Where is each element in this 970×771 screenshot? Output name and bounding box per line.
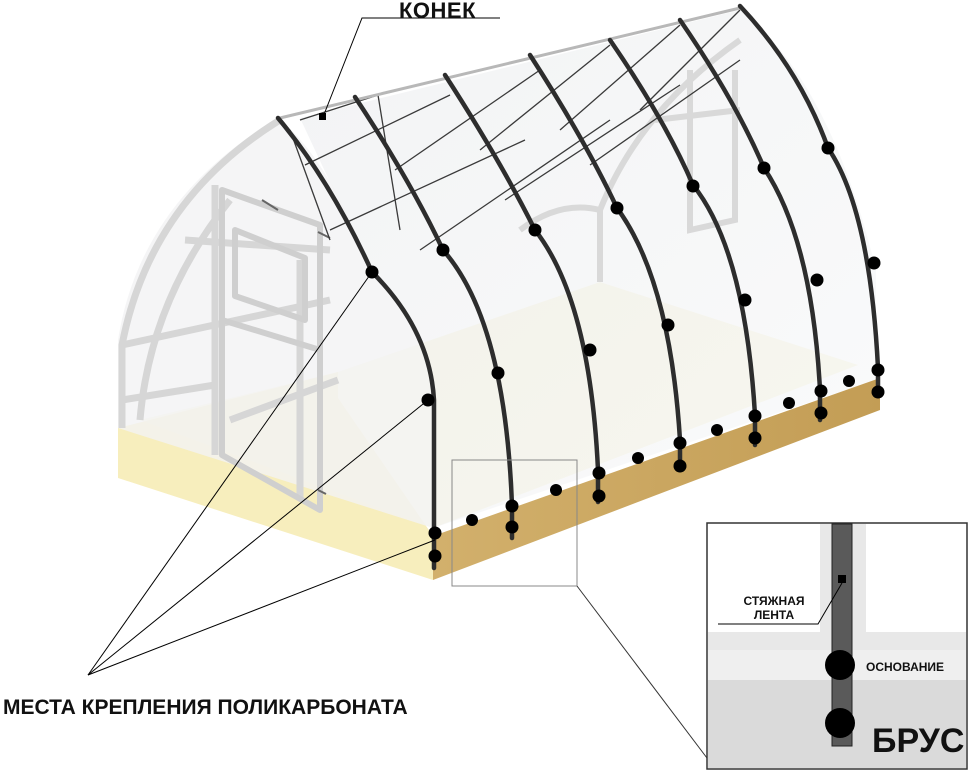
fastener-point bbox=[821, 141, 835, 155]
arch-2 bbox=[352, 94, 515, 541]
fastener-point bbox=[550, 484, 562, 496]
fastener-point bbox=[871, 385, 885, 399]
strap-label-line1: СТЯЖНАЯ bbox=[743, 594, 805, 608]
fastener-point bbox=[783, 397, 795, 409]
fastener-point bbox=[711, 424, 723, 436]
detail-leader-line bbox=[576, 585, 711, 763]
fastener-point bbox=[738, 293, 752, 307]
fastener-point bbox=[810, 273, 824, 287]
fastener-point bbox=[673, 459, 687, 473]
door-hinges bbox=[261, 199, 331, 495]
ridge-callout bbox=[319, 17, 500, 120]
fastener-point bbox=[428, 549, 442, 563]
fastener-point bbox=[757, 161, 771, 175]
fastener-point bbox=[592, 489, 606, 503]
fastener-point bbox=[843, 375, 855, 387]
fastener-point bbox=[661, 318, 675, 332]
fastener-point bbox=[814, 406, 828, 420]
fastener-point bbox=[528, 223, 542, 237]
fastener-base bbox=[825, 650, 855, 680]
fastener-point bbox=[814, 384, 828, 398]
fastener-beam bbox=[825, 708, 855, 738]
fastener-point bbox=[673, 436, 687, 450]
arch-5 bbox=[607, 37, 758, 448]
fastener-point bbox=[505, 499, 519, 513]
fastener-point bbox=[505, 520, 519, 534]
strap-label-line2: ЛЕНТА bbox=[753, 608, 795, 622]
end-wall-frame bbox=[118, 117, 340, 500]
fastener-point bbox=[686, 179, 700, 193]
mounting-points-callout bbox=[87, 271, 436, 676]
polycarbonate-end-wall bbox=[118, 118, 433, 528]
fastener-point bbox=[867, 256, 881, 270]
timber-base-front bbox=[433, 378, 880, 580]
fastener-point bbox=[610, 201, 624, 215]
fastener-point bbox=[428, 526, 442, 540]
ridge-label: КОНЕК bbox=[399, 0, 477, 23]
door-frame bbox=[219, 187, 323, 513]
fastener-point bbox=[491, 366, 505, 380]
fastener-point bbox=[436, 243, 450, 257]
strap-label: СТЯЖНАЯ ЛЕНТА bbox=[726, 594, 822, 622]
detail-selection-box bbox=[451, 459, 578, 587]
detail-inset bbox=[706, 522, 968, 770]
fastener-point bbox=[632, 452, 644, 464]
fastener-point bbox=[748, 431, 762, 445]
fastener-point bbox=[592, 466, 606, 480]
fastener-points bbox=[365, 141, 885, 563]
fastener-point bbox=[871, 363, 885, 377]
fastener-point bbox=[748, 409, 762, 423]
base-label: ОСНОВАНИЕ bbox=[866, 660, 945, 674]
mounting-points-label: МЕСТА КРЕПЛЕНИЯ ПОЛИКАРБОНАТА bbox=[3, 696, 408, 719]
fastener-point bbox=[583, 343, 597, 357]
roof-bracing bbox=[289, 9, 741, 251]
fastener-point bbox=[466, 514, 478, 526]
beam-label: БРУС bbox=[872, 722, 965, 760]
